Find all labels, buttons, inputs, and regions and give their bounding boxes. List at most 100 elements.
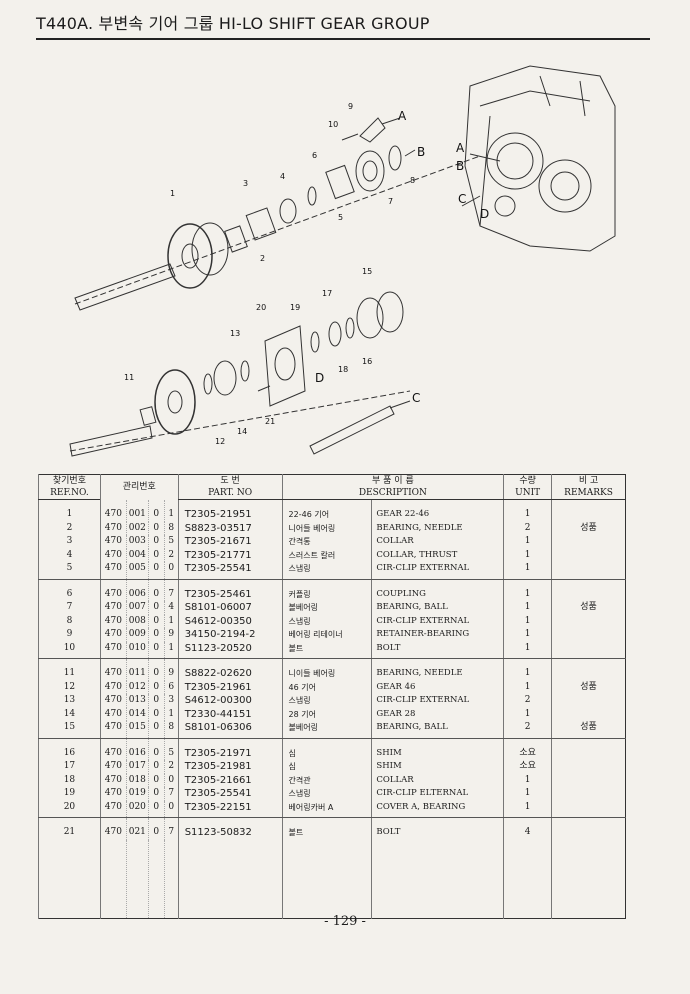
cell-m1: 470 [99,499,127,522]
cell-m1: 470 [99,817,127,840]
header-ref-en: REF.NO. [38,487,101,500]
header-desc-ko: 부 품 이 름 [281,474,504,487]
cell-m3: 0 [147,499,165,522]
cell-m1: 470 [99,694,127,708]
cell-remarks [551,614,626,628]
cell-en: GEAR 28 [371,707,504,721]
callout-21: 21 [265,417,275,426]
cell-ko: 커플링 [281,579,372,601]
cell-m1: 470 [99,658,127,681]
cell-m1: 470 [99,579,127,601]
cell-unit: 1 [503,614,552,628]
cell-m1: 470 [99,521,127,535]
cell-remarks: 성품 [551,601,626,615]
cell-part: S8822-02620 [177,658,283,681]
cell-m3: 0 [147,535,165,549]
cell-m2: 020 [125,800,149,818]
cell-remarks [551,579,626,601]
cell-m1: 470 [99,800,127,818]
cell-ko: 22-46 기어 [281,499,372,522]
cell-en: CIR-CLIP EXTERNAL [371,694,504,708]
cell-m3: 0 [147,628,165,642]
header-unit-en: UNIT [503,487,552,500]
cell-m1: 470 [99,721,127,739]
cell-remarks: 성품 [551,680,626,694]
blank-cell [38,839,101,918]
cell-part: S8101-06306 [177,721,283,739]
cell-en: BEARING, NEEDLE [371,658,504,681]
cell-unit: 1 [503,562,552,580]
cell-m2: 002 [125,521,149,535]
blank-cell [281,839,372,918]
cell-m2: 015 [125,721,149,739]
cell-en: BEARING, BALL [371,721,504,739]
callout-12: 12 [215,437,225,446]
callout-9: 9 [348,102,353,111]
callout-1: 1 [170,189,175,198]
cell-m3: 0 [147,738,165,760]
cell-part: 34150-2194-2 [177,628,283,642]
cell-m1: 470 [99,535,127,549]
cell-ref: 19 [38,787,101,801]
callout-5: 5 [338,213,343,222]
case-letter-b: B [456,159,464,173]
cell-ref: 7 [38,601,101,615]
cell-ref: 20 [38,800,101,818]
cell-m2: 016 [125,738,149,760]
cell-m3: 0 [147,614,165,628]
parts-table: 찾기번호 관리번호 도 번 부 품 이 름 수량 비 고 REF.NO. PAR… [38,474,626,919]
cell-m3: 0 [147,601,165,615]
cell-m3: 0 [147,800,165,818]
cell-ko: 베어링 리테이너 [281,628,372,642]
blank-cell [551,839,626,918]
cell-en: CIR-CLIP EXTERNAL [371,562,504,580]
cell-m4: 5 [163,738,179,760]
cell-en: GEAR 46 [371,680,504,694]
cell-m2: 021 [125,817,149,840]
diagram-callouts: 1 2 3 4 5 6 7 8 9 10 11 12 13 14 15 16 1… [124,102,489,446]
blank-cell [177,839,283,918]
cell-ko: 볼트 [281,641,372,659]
cell-ko: 볼트 [281,817,372,840]
cell-ko: 28 기어 [281,707,372,721]
cell-unit: 1 [503,800,552,818]
cell-m2: 012 [125,680,149,694]
page-number: - 129 - [324,914,366,929]
cell-m2: 005 [125,562,149,580]
cell-en: CIR-CLIP EXTERNAL [371,614,504,628]
letter-b: B [417,145,425,159]
cell-part: T2305-25541 [177,787,283,801]
header-unit-ko: 수량 [503,474,552,487]
cell-part: S8101-06007 [177,601,283,615]
header-ref-ko: 찾기번호 [38,474,101,487]
cell-ref: 12 [38,680,101,694]
cell-part: T2305-21661 [177,773,283,787]
cell-en: COUPLING [371,579,504,601]
cell-m1: 470 [99,760,127,774]
cell-m3: 0 [147,562,165,580]
table-blank-row [38,839,626,918]
cell-m3: 0 [147,521,165,535]
cell-ko: 스냅링 [281,787,372,801]
cell-m2: 007 [125,601,149,615]
cell-part: S1123-20520 [177,641,283,659]
cell-remarks [551,562,626,580]
cell-m4: 7 [163,787,179,801]
cell-unit: 1 [503,641,552,659]
cell-en: BOLT [371,641,504,659]
cell-remarks [551,738,626,760]
blank-cell [147,839,165,918]
cell-unit: 1 [503,535,552,549]
callout-6: 6 [312,151,317,160]
cell-unit: 1 [503,658,552,681]
cell-m3: 0 [147,548,165,562]
cell-ref: 3 [38,535,101,549]
cell-ko: 볼베어링 [281,601,372,615]
cell-remarks [551,694,626,708]
letter-a: A [398,109,407,123]
cell-part: S4612-00350 [177,614,283,628]
